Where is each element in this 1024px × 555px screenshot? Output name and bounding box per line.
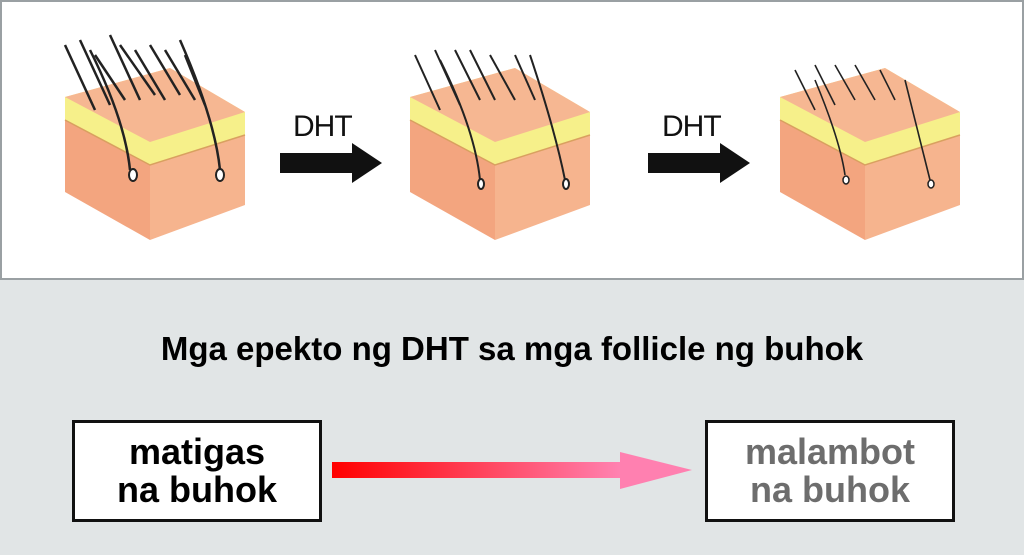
diagram-title: Mga epekto ng DHT sa mga follicle ng buh… <box>160 330 864 367</box>
skin-block-shrinking <box>409 49 591 241</box>
dht-label-1: DHT <box>293 110 353 143</box>
skin-block-healthy <box>63 34 246 241</box>
soft-hair-box: malambot na buhok <box>705 420 955 522</box>
hard-hair-box: matigas na buhok <box>72 420 322 522</box>
progression-arrow <box>332 452 692 489</box>
dht-arrow-1 <box>280 143 382 183</box>
hard-hair-line1: matigas <box>128 431 266 472</box>
dht-label-2: DHT <box>662 110 722 143</box>
soft-hair-line1: malambot <box>744 431 916 472</box>
hard-hair-line2: na buhok <box>117 469 277 510</box>
dht-arrow-2 <box>648 143 750 183</box>
soft-hair-line2: na buhok <box>750 469 910 510</box>
skin-block-miniaturized <box>779 64 961 241</box>
